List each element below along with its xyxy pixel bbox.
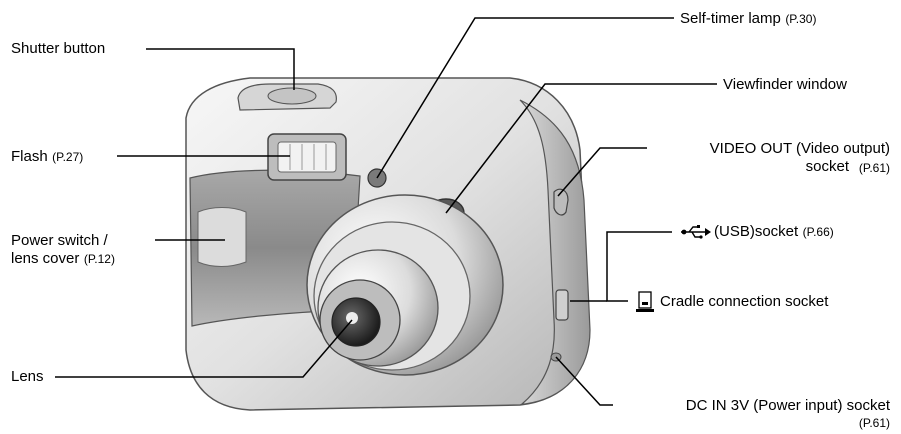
usb-socket-label-ref: (P.66)	[802, 225, 834, 239]
self-timer-lamp-label-text: Self-timer lamp	[680, 10, 781, 27]
video-out-label-line1: VIDEO OUT (Video output)	[709, 140, 890, 157]
dc-in-label-ref: (P.61)	[858, 416, 890, 430]
cradle-icon	[636, 291, 654, 312]
usb-socket-label-text: (USB)socket	[714, 223, 799, 240]
flash-label-ref: (P.27)	[52, 150, 84, 164]
dc-in-label: DC IN 3V (Power input) socket	[685, 397, 890, 414]
power-switch-label-text: lens cover	[11, 250, 80, 267]
cradle-socket-label: Cradle connection socket	[660, 293, 829, 310]
flash-label-text: Flash	[11, 148, 48, 165]
self-timer-lamp-label-ref: (P.30)	[785, 12, 817, 26]
flash-label: Flash (P.27)	[11, 148, 83, 166]
shutter-button-label: Shutter button	[11, 40, 106, 57]
usb-icon	[681, 225, 711, 239]
power-switch-label-line1: Power switch /	[11, 232, 108, 249]
video-out-label-line2: socket	[805, 158, 849, 175]
video-out-label-ref: (P.61)	[858, 161, 890, 175]
viewfinder-window-label: Viewfinder window	[723, 76, 847, 93]
flash-unit	[267, 133, 347, 181]
lens-barrel	[306, 194, 504, 376]
power-switch-label-ref: (P.12)	[83, 252, 115, 266]
usb-socket-label: (USB)socket (P.66)	[714, 223, 834, 241]
self-timer-lamp-label: Self-timer lamp (P.30)	[680, 10, 816, 28]
lens-label: Lens	[11, 368, 44, 385]
leader-lines	[55, 17, 717, 406]
power-switch-label-line2: lens cover (P.12)	[11, 250, 115, 268]
